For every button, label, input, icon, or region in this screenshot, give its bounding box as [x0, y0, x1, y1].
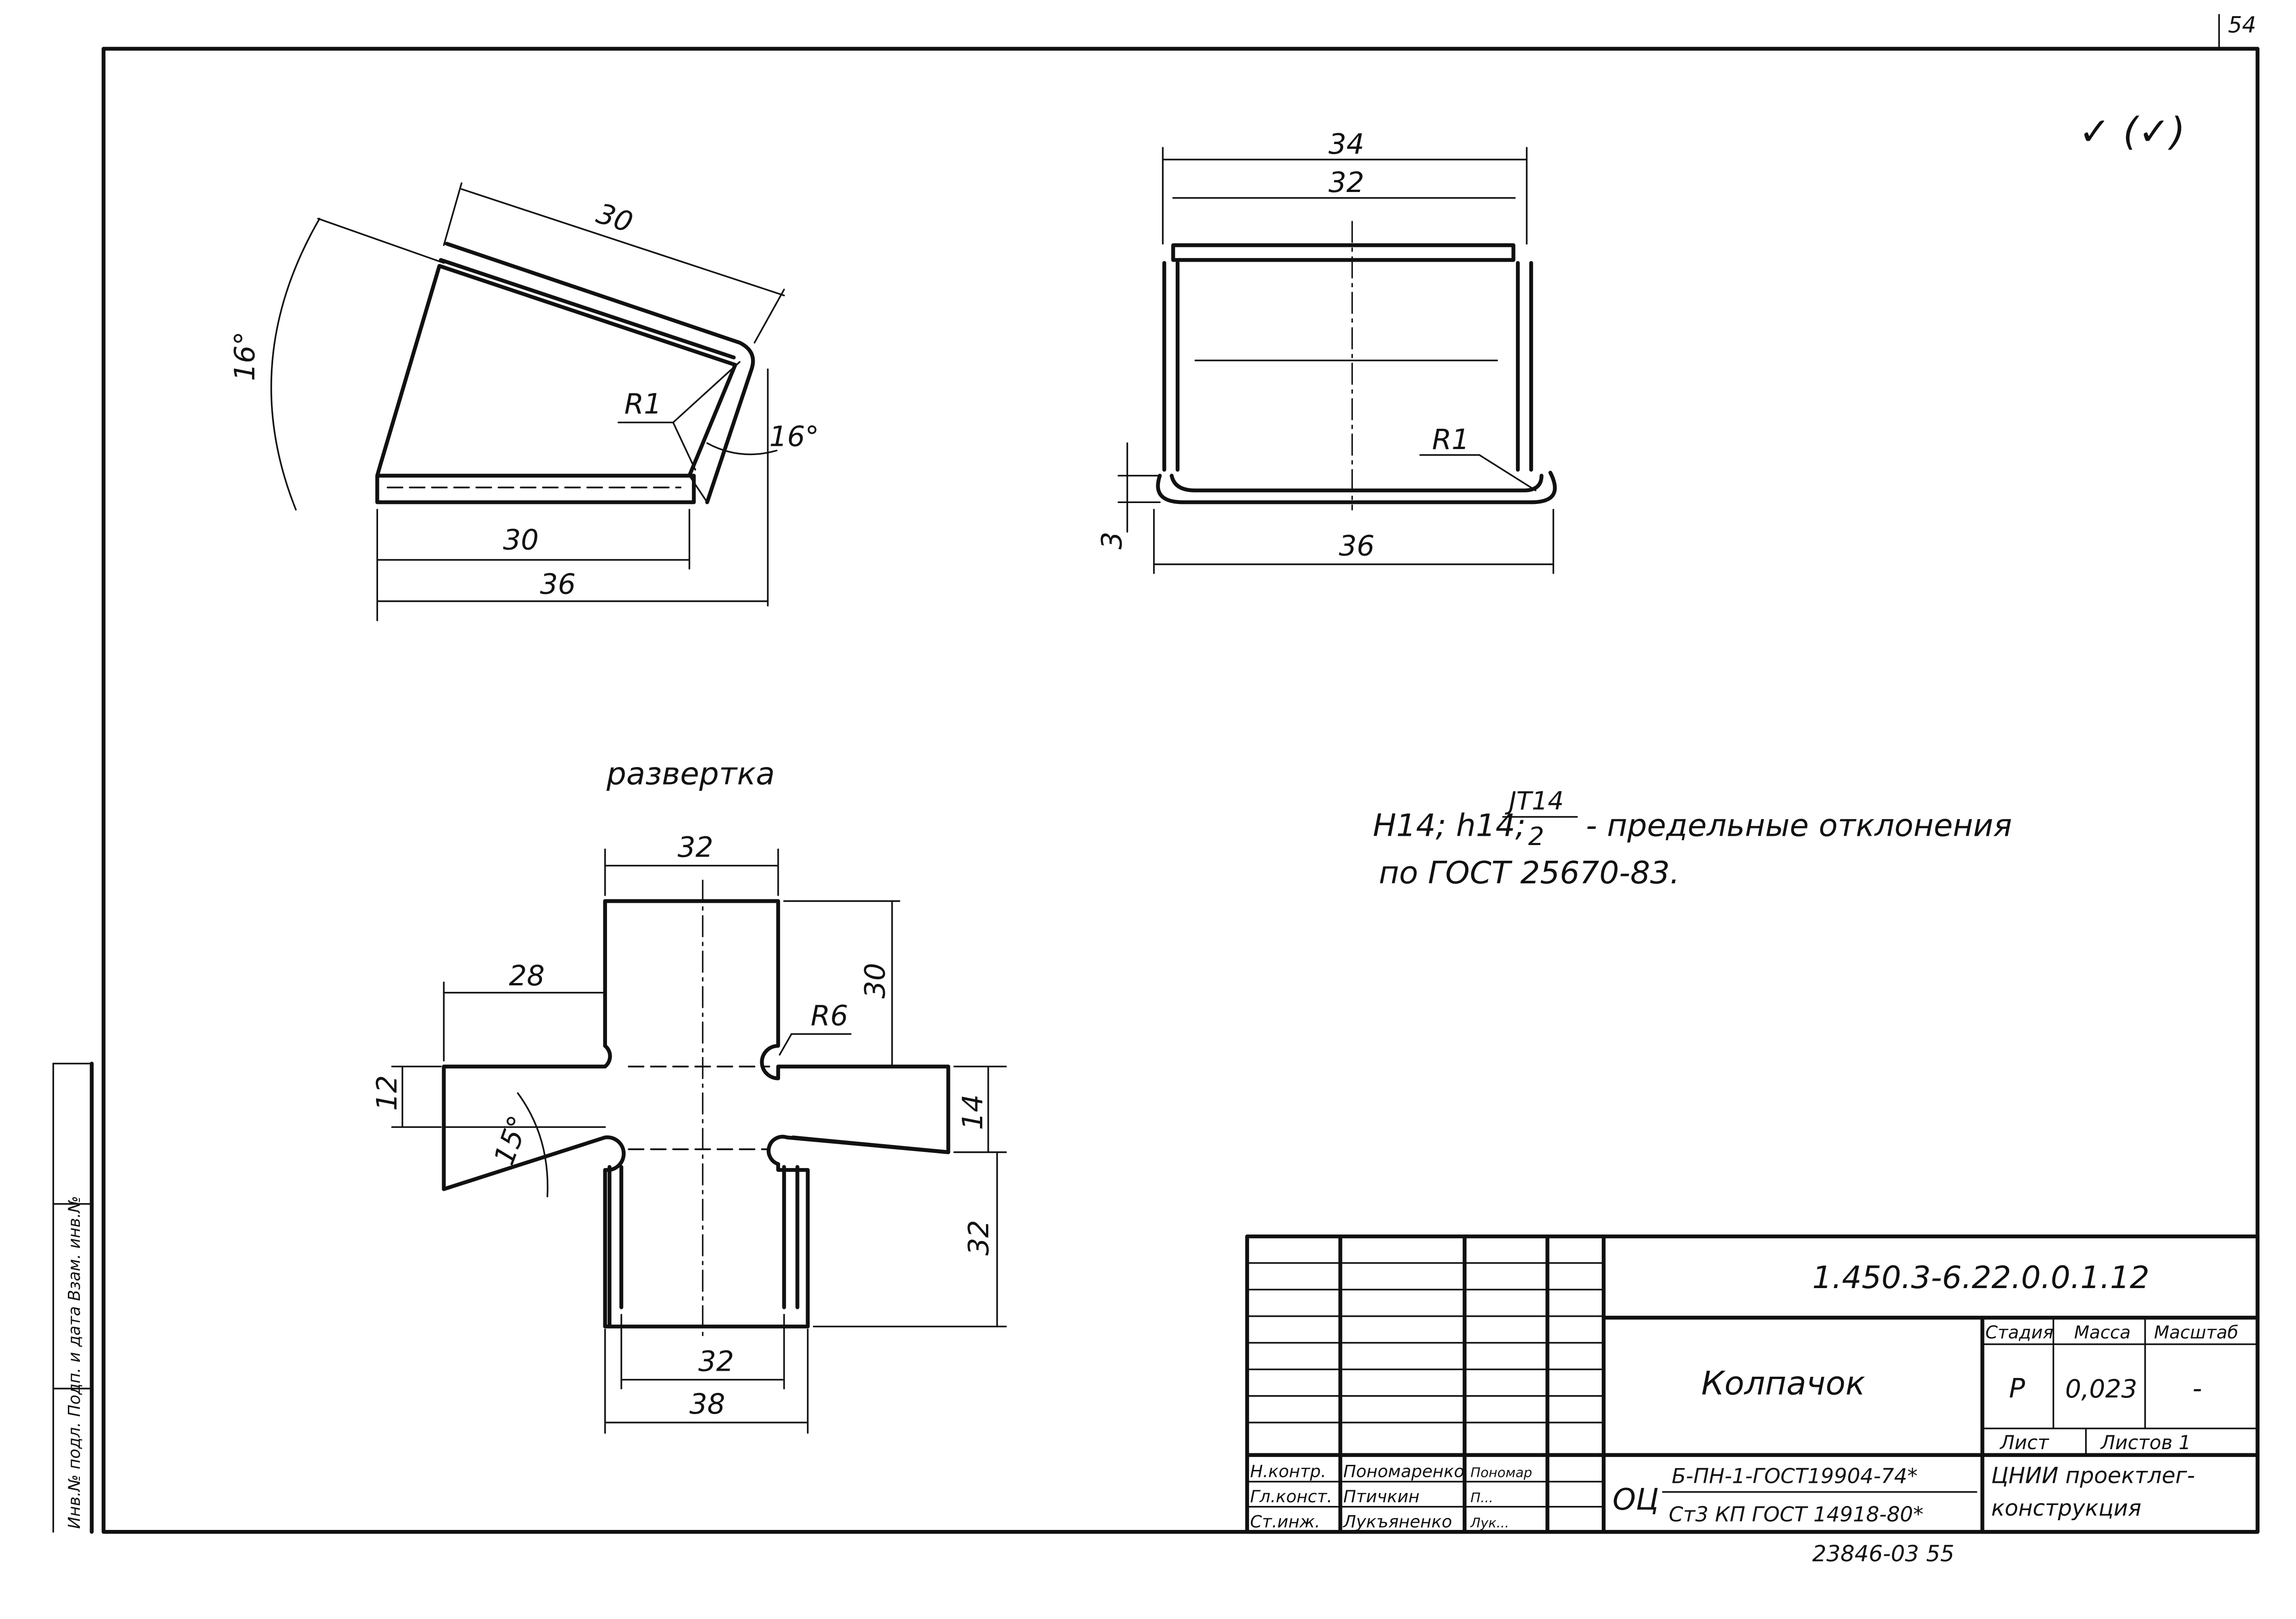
- signature-mark: Пономар: [1471, 1465, 1533, 1481]
- flat-dim-bottom-height: 32: [963, 1220, 995, 1255]
- document-number: 1.450.3-6.22.0.0.1.12: [1812, 1259, 2150, 1295]
- side-dim-bottom-overall: 36: [540, 569, 576, 601]
- page-number: 54: [2228, 12, 2256, 38]
- front-dim-flange-height: 3: [1096, 532, 1128, 550]
- signature-mark: Лук...: [1470, 1515, 1509, 1531]
- title-block: 1.450.3-6.22.0.0.1.12 Колпачок Стадия Ма…: [1245, 1234, 2260, 1534]
- side-view: 30 16° R1 16° 30 36: [229, 182, 819, 622]
- sheet-frame: 54 ✓ (✓): [102, 12, 2260, 1534]
- flat-pattern-title: развертка: [606, 756, 775, 792]
- value-stage: Р: [2009, 1373, 2025, 1404]
- signature-role: Н.контр.: [1250, 1462, 1326, 1481]
- organization-line-2: конструкция: [1991, 1495, 2141, 1521]
- material-line-2: Ст3 КП ГОСТ 14918-80*: [1669, 1502, 1923, 1527]
- flat-dim-left-wing-width: 28: [509, 960, 544, 992]
- signature-name: Лукъяненко: [1342, 1512, 1452, 1532]
- signature-name: Пономаренко: [1343, 1462, 1464, 1481]
- flat-dim-bottom-inner-width: 32: [698, 1345, 734, 1378]
- front-dim-outer-top: 34: [1328, 128, 1364, 161]
- sheet-label: Лист: [1999, 1431, 2050, 1454]
- tolerance-line2: по ГОСТ 25670-83.: [1379, 855, 1680, 891]
- flat-pattern: развертка 32 30 28 12 15°: [371, 756, 1007, 1434]
- signature-mark: П...: [1471, 1490, 1493, 1505]
- front-dim-bottom-width: 36: [1339, 530, 1374, 563]
- organization-line-1: ЦНИИ проектлег-: [1991, 1463, 2195, 1489]
- value-scale: -: [2193, 1373, 2202, 1404]
- tolerance-fraction-bottom: 2: [1528, 821, 1545, 851]
- bottom-code: 23846-03 55: [1812, 1541, 1954, 1567]
- flat-dim-notch-radius: R6: [811, 1000, 848, 1032]
- flat-dim-top-height: 30: [859, 963, 891, 998]
- front-view: 34 32 R1 3 36: [1096, 128, 1557, 574]
- tolerance-suffix: - предельные отклонения: [1586, 808, 2012, 844]
- side-stamp: Инв.№ подл. Подп. и дата Взам. инв.№: [52, 1061, 94, 1534]
- material-prefix: ОЦ: [1612, 1483, 1659, 1517]
- tolerance-fraction-top: JT14: [1505, 786, 1564, 815]
- surface-roughness-symbol: ✓ (✓): [2079, 109, 2185, 154]
- sheets-count: Листов 1: [2100, 1431, 2191, 1454]
- side-dim-outer-angle: 16°: [229, 331, 261, 381]
- header-mass: Масса: [2074, 1322, 2131, 1343]
- side-dim-inner-angle: 16°: [769, 421, 819, 453]
- side-dim-top-length: 30: [593, 198, 637, 239]
- tolerance-prefix: H14; h14;: [1373, 808, 1526, 844]
- front-dim-inner-top: 32: [1328, 167, 1364, 199]
- material-line-1: Б-ПН-1-ГОСТ19904-74*: [1672, 1464, 1918, 1488]
- signature-role: Ст.инж.: [1250, 1512, 1320, 1532]
- front-dim-radius: R1: [1432, 424, 1469, 456]
- side-stamp-text: Инв.№ подл. Подп. и дата Взам. инв.№: [65, 1196, 84, 1529]
- value-mass: 0,023: [2065, 1374, 2137, 1403]
- flat-dim-right-wing-height: 14: [957, 1094, 989, 1130]
- header-stage: Стадия: [1985, 1322, 2054, 1343]
- flat-dim-bottom-overall-width: 38: [689, 1388, 725, 1421]
- part-name: Колпачок: [1701, 1365, 1865, 1403]
- side-dim-radius: R1: [624, 388, 661, 420]
- signature-role: Гл.конст.: [1250, 1487, 1332, 1506]
- flat-dim-left-wing-height: 12: [371, 1075, 403, 1111]
- tolerance-note: H14; h14; JT14 2 - предельные отклонения…: [1373, 786, 2012, 891]
- side-dim-bottom-inner: 30: [503, 524, 539, 557]
- flat-dim-top-width: 32: [678, 831, 713, 863]
- signature-name: Птичкин: [1343, 1487, 1419, 1506]
- header-scale: Масштаб: [2154, 1322, 2238, 1343]
